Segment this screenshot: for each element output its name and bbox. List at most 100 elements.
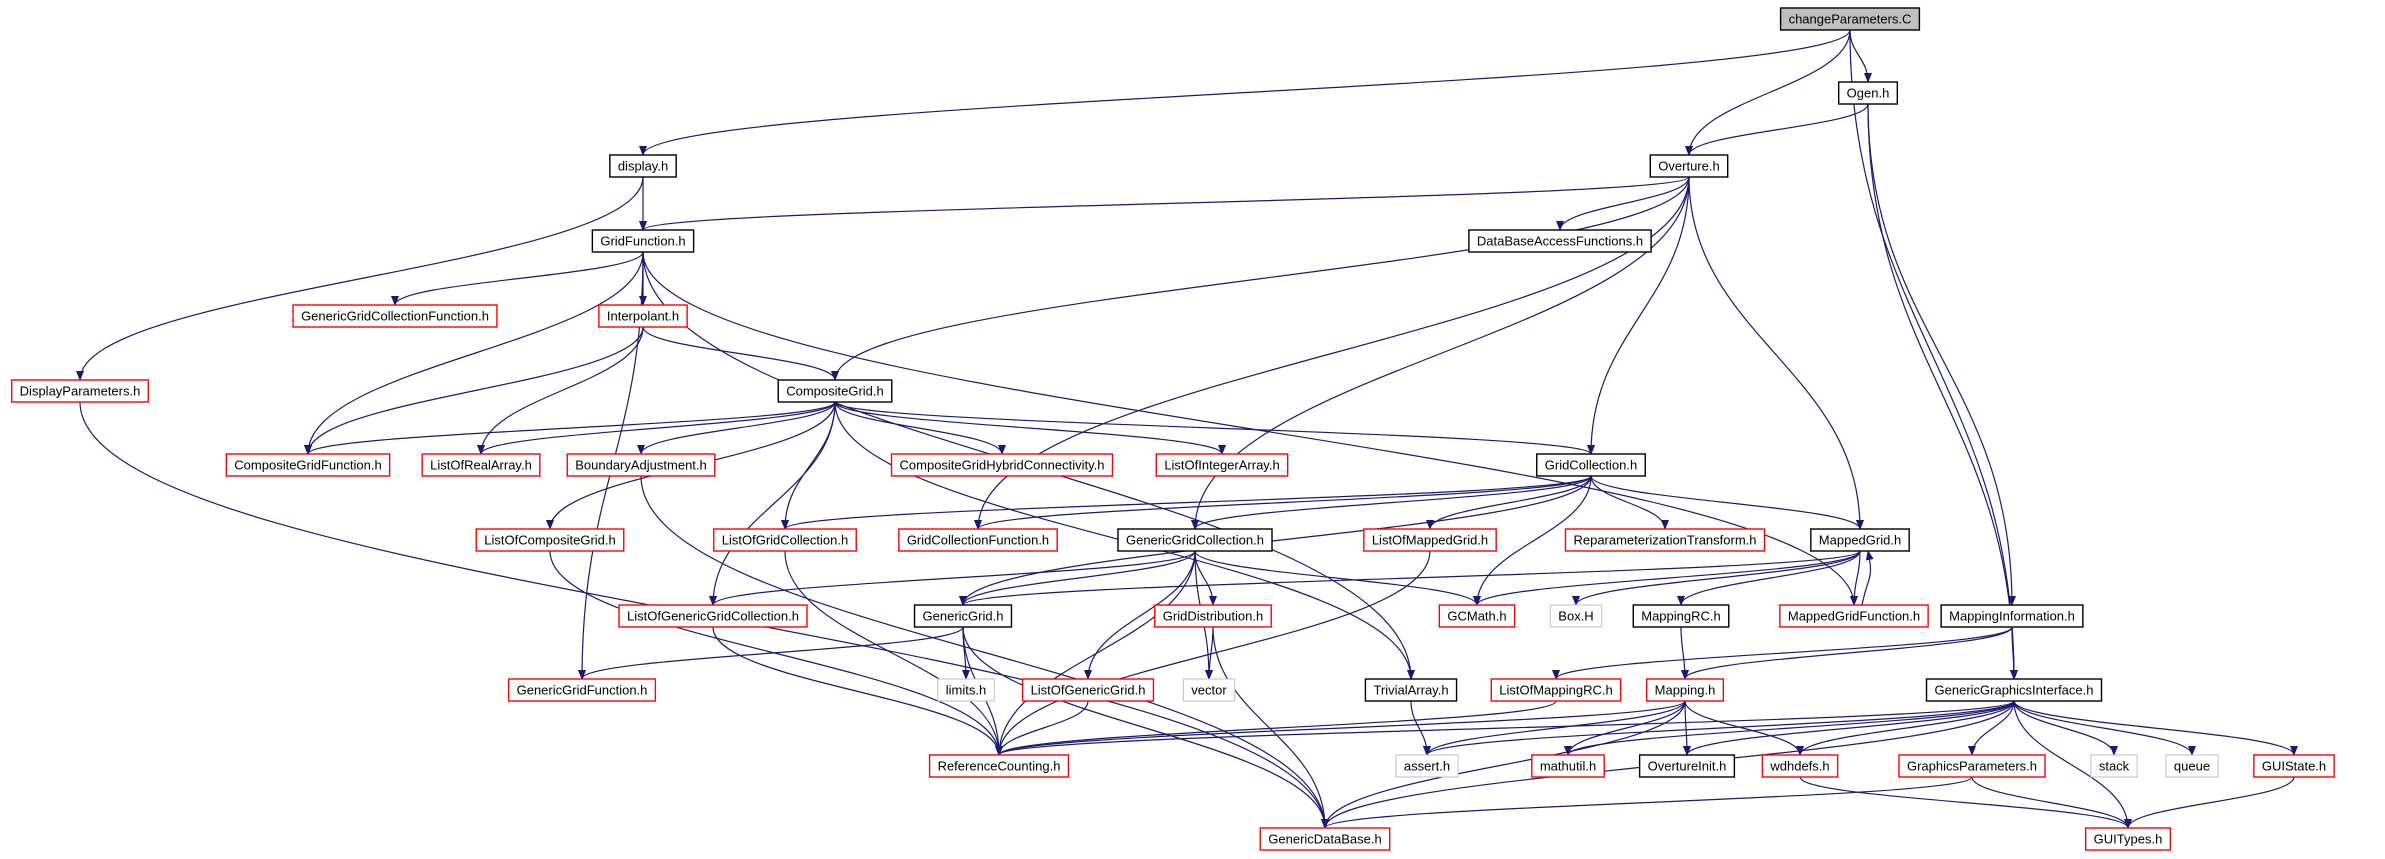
graph-node-Ogen[interactable]: Ogen.h	[1837, 81, 1899, 105]
edge-MappingRC-to-Mapping	[1680, 626, 1689, 680]
graph-node-CompositeGridFunction[interactable]: CompositeGridFunction.h	[225, 453, 391, 477]
graph-node-MappingInformation[interactable]: MappingInformation.h	[1940, 604, 2084, 628]
graph-node-ListOfGenericGrid[interactable]: ListOfGenericGrid.h	[1021, 678, 1155, 702]
edge-GenericGraphicsInterface-to-GUIState	[2013, 700, 2298, 756]
graph-node-ReparameterizationTransform[interactable]: ReparameterizationTransform.h	[1564, 528, 1766, 552]
edge-GraphicsParameters-to-GenericDataBase	[1321, 776, 1973, 829]
node-label: limits.h	[946, 683, 986, 698]
node-box	[1761, 754, 1839, 778]
graph-node-ListOfMappingRC[interactable]: ListOfMappingRC.h	[1490, 678, 1622, 702]
edge-CompositeGrid-to-ListOfGridCollection	[781, 401, 836, 530]
node-box	[1940, 604, 2084, 628]
graph-node-Overture[interactable]: Overture.h	[1649, 154, 1729, 178]
graph-node-ListOfIntegerArray[interactable]: ListOfIntegerArray.h	[1155, 453, 1289, 477]
graph-node-GenericGraphicsInterface[interactable]: GenericGraphicsInterface.h	[1925, 678, 2103, 702]
graph-node-vector[interactable]: vector	[1182, 678, 1236, 702]
node-box	[2090, 754, 2138, 778]
graph-node-ListOfMappedGrid[interactable]: ListOfMappedGrid.h	[1363, 528, 1497, 552]
graph-node-CompositeGrid[interactable]: CompositeGrid.h	[777, 379, 893, 403]
graph-node-stack[interactable]: stack	[2090, 754, 2138, 778]
graph-node-ListOfGridCollection[interactable]: ListOfGridCollection.h	[713, 528, 857, 552]
graph-node-GCMath[interactable]: GCMath.h	[1438, 604, 1516, 628]
node-box	[2084, 827, 2172, 851]
graph-node-assert[interactable]: assert.h	[1395, 754, 1459, 778]
edge-GenericGridCollection-to-ListOfGenericGrid	[1084, 550, 1196, 680]
node-label: GenericDataBase.h	[1268, 832, 1381, 847]
graph-node-changeParameters[interactable]: changeParameters.C	[1779, 7, 1921, 31]
edge-GraphicsParameters-to-GUITypes	[1971, 776, 2132, 829]
node-label: ListOfIntegerArray.h	[1164, 458, 1279, 473]
graph-node-display[interactable]: display.h	[609, 154, 677, 178]
edge-Interpolant-to-CompositeGrid	[642, 326, 839, 381]
graph-node-GridCollection[interactable]: GridCollection.h	[1536, 453, 1646, 477]
graph-node-MappedGridFunction[interactable]: MappedGridFunction.h	[1779, 604, 1929, 628]
graph-node-Interpolant[interactable]: Interpolant.h	[598, 304, 688, 328]
edge-ListOfGenericGridCollection-to-ReferenceCounting	[712, 626, 1003, 756]
graph-node-GUITypes[interactable]: GUITypes.h	[2084, 827, 2172, 851]
node-label: GridFunction.h	[600, 234, 685, 249]
edge-GenericGraphicsInterface-to-mathutil	[1564, 700, 2015, 756]
node-box	[292, 304, 498, 328]
graph-node-GenericGridCollection[interactable]: GenericGridCollection.h	[1117, 528, 1273, 552]
node-box	[1779, 7, 1921, 31]
edge-Overture-to-GridFunction	[639, 176, 1690, 231]
graph-node-GenericGrid[interactable]: GenericGrid.h	[913, 604, 1013, 628]
graph-node-ListOfGenericGridCollection[interactable]: ListOfGenericGridCollection.h	[618, 604, 808, 628]
graph-node-DataBaseAccessFunctions[interactable]: DataBaseAccessFunctions.h	[1468, 229, 1652, 253]
graph-node-queue[interactable]: queue	[2165, 754, 2219, 778]
node-label: stack	[2099, 759, 2130, 774]
graph-node-CompositeGridHybridConnectivity[interactable]: CompositeGridHybridConnectivity.h	[890, 453, 1114, 477]
edge-GenericGraphicsInterface-to-assert	[1423, 700, 2015, 756]
edge-changeParameters-to-GenericGraphicsInterface	[1849, 29, 2018, 680]
edge-Interpolant-to-CompositeGridFunction	[304, 326, 644, 455]
edge-Interpolant-to-ListOfRealArray	[477, 326, 644, 455]
edge-wdhdefs-to-GUITypes	[1799, 776, 2132, 829]
graph-node-DisplayParameters[interactable]: DisplayParameters.h	[10, 379, 150, 403]
node-label: ReferenceCounting.h	[938, 759, 1061, 774]
graph-node-BoxH[interactable]: Box.H	[1549, 604, 1603, 628]
graph-node-Mapping[interactable]: Mapping.h	[1645, 678, 1725, 702]
node-label: display.h	[618, 159, 668, 174]
edge-GenericGraphicsInterface-to-stack	[2013, 700, 2118, 756]
edge-CompositeGrid-to-CompositeGridFunction	[304, 401, 836, 455]
node-label: ReparameterizationTransform.h	[1573, 533, 1756, 548]
node-label: GridCollectionFunction.h	[907, 533, 1049, 548]
node-label: GenericGridCollectionFunction.h	[301, 309, 489, 324]
graph-node-GUIState[interactable]: GUIState.h	[2253, 754, 2335, 778]
graph-node-GridCollectionFunction[interactable]: GridCollectionFunction.h	[898, 528, 1058, 552]
node-box	[1632, 604, 1730, 628]
graph-node-ListOfCompositeGrid[interactable]: ListOfCompositeGrid.h	[475, 528, 625, 552]
edge-Overture-to-MappedGrid	[1688, 176, 1864, 530]
edge-layer	[76, 29, 2298, 829]
edge-GridCollection-to-ReparameterizationTransform	[1590, 475, 1669, 530]
graph-node-BoundaryAdjustment[interactable]: BoundaryAdjustment.h	[566, 453, 716, 477]
graph-node-GridFunction[interactable]: GridFunction.h	[591, 229, 695, 253]
edge-GridCollection-to-GenericGrid	[959, 475, 1592, 606]
graph-node-OvertureInit[interactable]: OvertureInit.h	[1638, 754, 1736, 778]
graph-node-TrivialArray[interactable]: TrivialArray.h	[1364, 678, 1458, 702]
edge-GridFunction-to-GenericGridCollectionFunction	[391, 251, 644, 306]
graph-node-wdhdefs[interactable]: wdhdefs.h	[1761, 754, 1839, 778]
node-box	[507, 678, 657, 702]
edge-TrivialArray-to-assert	[1410, 700, 1431, 756]
edge-GUIState-to-GUITypes	[2124, 776, 2295, 829]
graph-node-ReferenceCounting[interactable]: ReferenceCounting.h	[928, 754, 1070, 778]
graph-node-GraphicsParameters[interactable]: GraphicsParameters.h	[1898, 754, 2046, 778]
graph-node-GenericGridCollectionFunction[interactable]: GenericGridCollectionFunction.h	[292, 304, 498, 328]
graph-node-mathutil[interactable]: mathutil.h	[1531, 754, 1605, 778]
graph-node-ListOfRealArray[interactable]: ListOfRealArray.h	[421, 453, 541, 477]
node-label: ListOfGenericGrid.h	[1031, 683, 1146, 698]
edge-MappingInformation-to-Mapping	[1681, 626, 2013, 680]
graph-node-GenericGridFunction[interactable]: GenericGridFunction.h	[507, 678, 657, 702]
node-box	[10, 379, 150, 403]
node-layer: changeParameters.C display.h Ogen.hOvertur…	[10, 7, 2335, 851]
graph-node-limits[interactable]: limits.h	[937, 678, 995, 702]
graph-node-GenericDataBase[interactable]: GenericDataBase.h	[1259, 827, 1391, 851]
node-label: CompositeGridHybridConnectivity.h	[900, 458, 1105, 473]
graph-node-MappingRC[interactable]: MappingRC.h	[1632, 604, 1730, 628]
node-box	[1837, 81, 1899, 105]
node-box	[618, 604, 808, 628]
graph-node-MappedGrid[interactable]: MappedGrid.h	[1810, 528, 1910, 552]
graph-node-GridDistribution[interactable]: GridDistribution.h	[1154, 604, 1272, 628]
node-box	[1925, 678, 2103, 702]
